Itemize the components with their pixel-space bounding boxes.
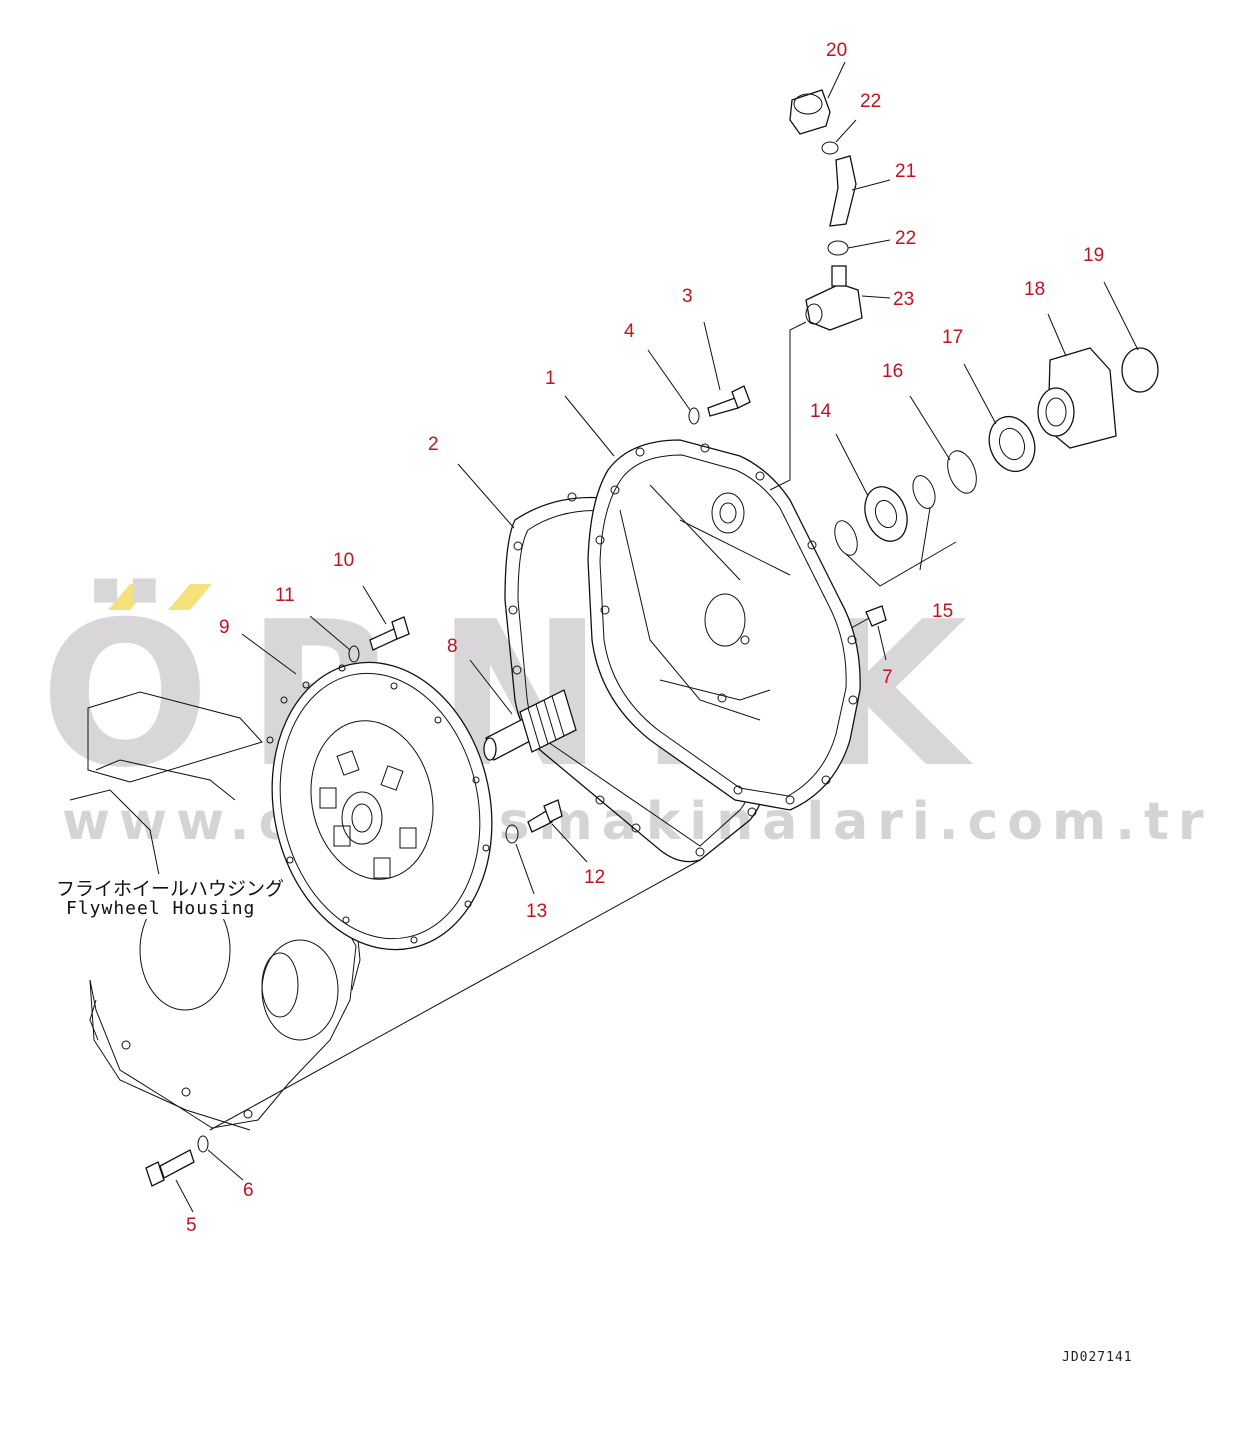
damper-disc	[266, 661, 493, 951]
callout-12: 12	[584, 867, 606, 888]
bolt-10	[369, 616, 410, 651]
callout-19: 19	[1083, 245, 1105, 266]
washer-11	[348, 645, 360, 663]
flywheel-housing-label-jp: フライホイールハウジング	[56, 874, 285, 901]
callout-1: 1	[545, 368, 556, 389]
bolt-3	[707, 385, 751, 417]
watermark-url: www.ornekismakinalari.com.tr	[62, 792, 1213, 852]
flywheel-housing-label-en: Flywheel Housing	[66, 898, 256, 919]
callout-20: 20	[826, 40, 848, 61]
cap-19	[1121, 347, 1159, 393]
bearing-14	[864, 486, 908, 542]
callout-7: 7	[882, 667, 893, 688]
hose-21	[829, 155, 857, 227]
transmission-housing	[587, 439, 861, 811]
washer-4	[688, 407, 700, 425]
callout-11: 11	[275, 585, 295, 606]
clamp-22b	[827, 240, 849, 256]
elbow-23	[805, 265, 863, 331]
washer-6	[197, 1135, 209, 1153]
callout-21: 21	[895, 161, 917, 182]
callout-18: 18	[1024, 279, 1046, 300]
snap-ring-15a	[834, 520, 858, 556]
callout-16: 16	[882, 361, 904, 382]
breather-7	[865, 605, 887, 627]
watermark-umlaut	[108, 584, 212, 610]
callout-22b: 22	[895, 228, 917, 249]
drawing-id: JD027141	[1062, 1350, 1133, 1365]
callout-8: 8	[447, 636, 458, 657]
o-ring-13	[505, 824, 519, 844]
input-shaft	[483, 689, 577, 761]
callout-23: 23	[893, 289, 915, 310]
oil-seal-17	[988, 415, 1036, 473]
cap-20	[789, 89, 831, 135]
coupling-18	[1037, 347, 1117, 449]
callout-15: 15	[932, 601, 954, 622]
callout-22a: 22	[860, 91, 882, 112]
snap-ring-15b	[912, 475, 936, 509]
clamp-22a	[821, 141, 839, 155]
bolt-5	[145, 1149, 195, 1187]
callout-5: 5	[186, 1215, 197, 1236]
callout-9: 9	[219, 617, 230, 638]
callout-17: 17	[942, 327, 964, 348]
plug-12	[527, 799, 563, 833]
callout-14: 14	[810, 401, 832, 422]
callout-13: 13	[526, 901, 548, 922]
snap-ring-16	[947, 450, 977, 494]
callout-4: 4	[624, 321, 635, 342]
callout-6: 6	[243, 1180, 254, 1201]
callout-2: 2	[428, 434, 439, 455]
callout-3: 3	[682, 286, 693, 307]
callout-10: 10	[333, 550, 355, 571]
